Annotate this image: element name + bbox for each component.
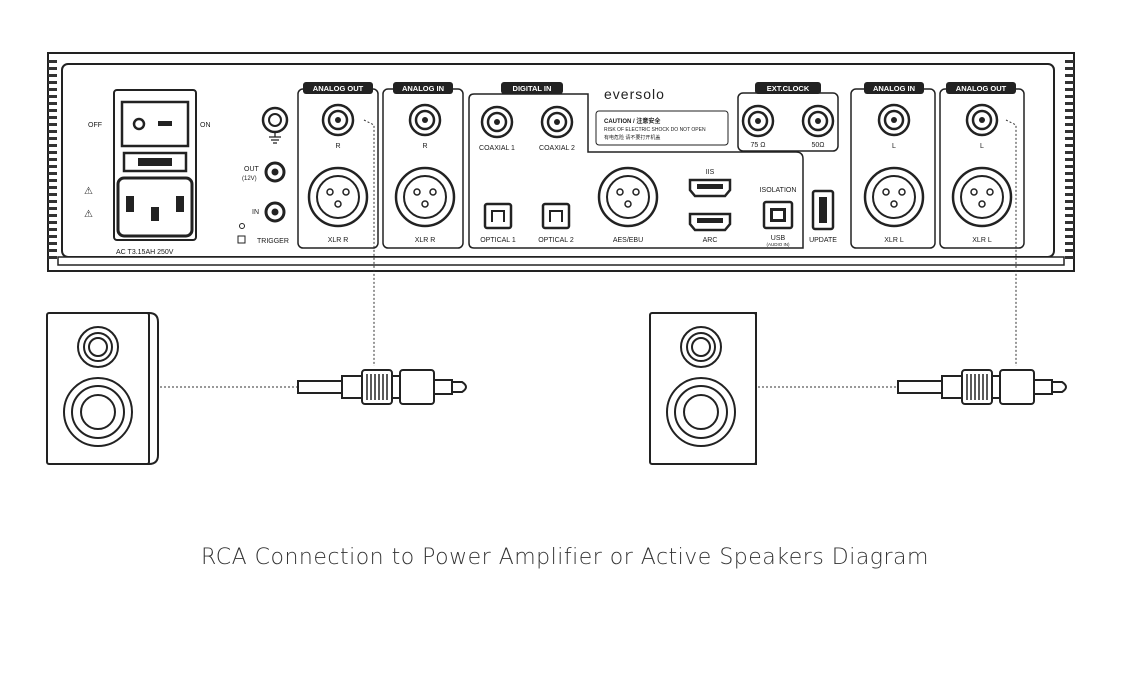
digital-in-group: DIGITAL IN COAXIAL 1 COAXIAL 2 OPTICAL 1…: [468, 82, 804, 249]
optical1-label: OPTICAL 1: [480, 237, 516, 244]
xlr-in-l-label: XLR L: [884, 237, 904, 244]
xlr-in-r-label: XLR R: [415, 237, 436, 244]
diagram-caption: RCA Connection to Power Amplifier or Act…: [201, 545, 929, 570]
brand-logo: eversolo: [604, 86, 665, 102]
analog-out-r-group: ANALOG OUT R XLR R: [297, 82, 379, 249]
analog-out-l-group: ANALOG OUT L XLR L: [939, 82, 1025, 249]
clock-50-label: 50Ω: [811, 142, 824, 149]
digital-in-header: DIGITAL IN: [513, 84, 552, 93]
shock-warning-icon: ⚠: [84, 209, 93, 220]
connection-lines: [160, 119, 1017, 388]
clock-75-label: 75 Ω: [751, 142, 766, 149]
rca-plug-left: [897, 369, 1067, 405]
analog-in-r-group: ANALOG IN R XLR R: [382, 82, 464, 249]
trigger-out-voltage: (12V): [242, 176, 257, 182]
right-speaker: [46, 312, 159, 465]
usb-label: USB: [771, 235, 786, 242]
power-switch[interactable]: [120, 100, 190, 148]
caution-line2: 有电危险 请不要打开机盖: [604, 134, 660, 141]
optical1-jack[interactable]: [483, 202, 513, 230]
power-rating-label: AC T3.15AH 250V: [116, 249, 174, 256]
analog-in-l-header: ANALOG IN: [873, 84, 915, 93]
caution-label: CAUTION / 注意安全 RISK OF ELECTRIC SHOCK DO…: [595, 110, 729, 146]
trigger-label: TRIGGER: [257, 238, 289, 245]
power-on-label: ON: [200, 122, 211, 129]
tweeter-icon: [680, 326, 722, 368]
xlr-out-r-label: XLR R: [328, 237, 349, 244]
usb-sub-label: (AUDIO IN): [767, 242, 791, 247]
ext-clock-header: EXT.CLOCK: [767, 84, 810, 93]
power-off-label: OFF: [88, 122, 102, 129]
analog-out-l-header: ANALOG OUT: [956, 84, 1007, 93]
arc-label: ARC: [703, 237, 718, 244]
woofer-icon: [666, 377, 736, 447]
update-label: UPDATE: [809, 237, 837, 244]
analog-in-r-header: ANALOG IN: [402, 84, 444, 93]
isolation-label: ISOLATION: [760, 187, 797, 194]
trigger-in-label: IN: [252, 209, 259, 216]
right-vent-fins: [1065, 60, 1074, 259]
coaxial1-label: COAXIAL 1: [479, 145, 515, 152]
rca-in-r-label: R: [422, 143, 427, 150]
iis-label: IIS: [706, 169, 715, 176]
ground-terminal[interactable]: [261, 106, 289, 134]
woofer-icon: [63, 377, 133, 447]
left-vent-fins: [48, 60, 57, 259]
rca-out-l-label: L: [980, 143, 984, 150]
optical2-jack[interactable]: [541, 202, 571, 230]
left-speaker: [649, 312, 757, 465]
ground-icon: [269, 133, 281, 144]
trigger-out-label: OUT: [244, 166, 260, 173]
power-section: OFF ON ⚠ ⚠ AC T3.15AH 250V: [84, 89, 211, 256]
caution-title: CAUTION / 注意安全: [604, 117, 661, 125]
rca-plug-right: [297, 369, 467, 405]
rca-out-r-label: R: [335, 143, 340, 150]
trigger-section: OUT (12V) IN TRIGGER: [237, 106, 289, 245]
coaxial2-label: COAXIAL 2: [539, 145, 575, 152]
analog-out-r-header: ANALOG OUT: [313, 84, 364, 93]
trigger-indicator: [237, 235, 246, 244]
analog-in-l-group: ANALOG IN L XLR L: [850, 82, 936, 249]
aes-ebu-label: AES/EBU: [613, 237, 643, 244]
tweeter-icon: [77, 326, 119, 368]
optical2-label: OPTICAL 2: [538, 237, 574, 244]
power-off-symbol: [132, 117, 146, 131]
ext-clock-group: EXT.CLOCK 75 Ω 50Ω: [737, 82, 839, 152]
power-on-symbol: [158, 121, 172, 126]
xlr-out-l-label: XLR L: [972, 237, 992, 244]
warning-icon: ⚠: [84, 186, 93, 197]
power-module: [113, 89, 197, 241]
caution-line1: RISK OF ELECTRIC SHOCK DO NOT OPEN: [604, 127, 706, 133]
rca-in-l-label: L: [892, 143, 896, 150]
